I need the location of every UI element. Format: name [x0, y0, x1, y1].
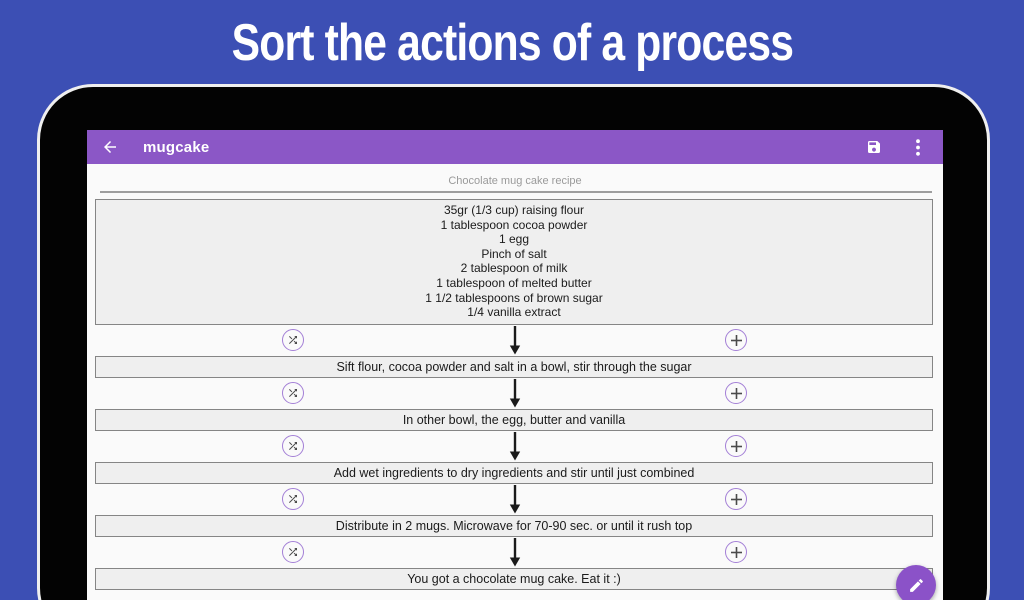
step-text: Distribute in 2 mugs. Microwave for 70-9…	[335, 518, 693, 533]
step-text: You got a chocolate mug cake. Eat it :)	[407, 571, 621, 586]
save-button[interactable]	[863, 136, 885, 158]
swap-steps-button[interactable]	[282, 329, 304, 352]
add-step-button[interactable]	[725, 541, 747, 564]
shuffle-icon	[289, 442, 297, 451]
save-icon	[868, 141, 880, 153]
step-card[interactable]: Sift flour, cocoa powder and salt in a b…	[95, 355, 933, 378]
back-button[interactable]	[100, 137, 120, 157]
step-text: In other bowl, the egg, butter and vanil…	[402, 412, 626, 427]
step-separator	[87, 431, 943, 462]
plus-icon	[730, 334, 742, 346]
title-underline	[100, 191, 932, 193]
arrow-back-icon	[104, 141, 116, 153]
add-step-button[interactable]	[725, 382, 747, 405]
swap-steps-button[interactable]	[282, 435, 304, 458]
ingredient-line: 1 tablespoon of melted butter	[436, 275, 592, 290]
step-card[interactable]: You got a chocolate mug cake. Eat it :)	[95, 567, 933, 590]
shuffle-icon	[289, 495, 297, 504]
shuffle-icon	[289, 548, 297, 557]
ingredients-card[interactable]: 35gr (1/3 cup) raising flour 1 tablespoo…	[95, 199, 933, 325]
step-separator	[87, 484, 943, 515]
step-separator	[87, 325, 943, 356]
swap-steps-button[interactable]	[282, 382, 304, 405]
tablet-frame: mugcake Chocolate mug cake recipe 35gr (…	[37, 84, 990, 600]
ingredient-line: 1 tablespoon cocoa powder	[440, 217, 588, 232]
plus-icon	[730, 546, 742, 558]
ingredient-line: 1 1/2 tablespoons of brown sugar	[425, 290, 603, 305]
ingredient-line: 1/4 vanilla extract	[467, 305, 561, 320]
plus-icon	[730, 493, 742, 505]
add-step-button[interactable]	[725, 329, 747, 352]
step-card[interactable]: Add wet ingredients to dry ingredients a…	[95, 461, 933, 484]
step-separator	[87, 378, 943, 409]
ingredient-line: 35gr (1/3 cup) raising flour	[443, 203, 585, 217]
edit-pencil-icon	[909, 578, 923, 592]
shuffle-icon	[289, 389, 297, 398]
overflow-menu-icon	[916, 138, 920, 156]
flow-down-arrow-icon	[509, 431, 521, 461]
banner: Sort the actions of a process	[0, 0, 1024, 84]
shuffle-icon	[289, 336, 297, 345]
banner-title: Sort the actions of a process	[231, 14, 793, 72]
plus-icon	[730, 387, 742, 399]
swap-steps-button[interactable]	[282, 541, 304, 564]
process-editor: Chocolate mug cake recipe 35gr (1/3 cup)…	[87, 164, 943, 590]
swap-steps-button[interactable]	[282, 488, 304, 511]
ingredient-line: Pinch of salt	[481, 246, 547, 261]
step-card[interactable]: In other bowl, the egg, butter and vanil…	[95, 408, 933, 431]
overflow-menu-button[interactable]	[907, 136, 929, 158]
step-text: Sift flour, cocoa powder and salt in a b…	[336, 359, 692, 374]
flow-down-arrow-icon	[509, 325, 521, 355]
edit-fab-button[interactable]	[896, 565, 936, 600]
step-separator	[87, 537, 943, 568]
ingredient-line: 1 egg	[498, 232, 530, 247]
flow-down-arrow-icon	[509, 484, 521, 514]
add-step-button[interactable]	[725, 488, 747, 511]
flow-down-arrow-icon	[509, 537, 521, 567]
step-card[interactable]: Distribute in 2 mugs. Microwave for 70-9…	[95, 514, 933, 537]
app-screen: mugcake Chocolate mug cake recipe 35gr (…	[87, 130, 943, 600]
toolbar: mugcake	[87, 130, 943, 164]
process-title: Chocolate mug cake recipe	[448, 175, 582, 187]
step-text: Add wet ingredients to dry ingredients a…	[333, 465, 695, 480]
ingredient-line: 2 tablespoon of milk	[460, 261, 568, 276]
plus-icon	[730, 440, 742, 452]
toolbar-title: mugcake	[143, 138, 210, 156]
add-step-button[interactable]	[725, 435, 747, 458]
flow-down-arrow-icon	[509, 378, 521, 408]
